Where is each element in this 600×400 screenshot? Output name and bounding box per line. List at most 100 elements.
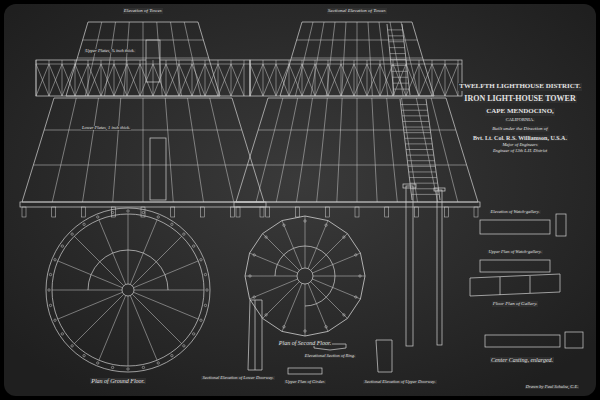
plate-seam: [402, 98, 418, 202]
foundation-bolt: [474, 207, 478, 217]
railing-brace: [62, 64, 75, 96]
stair-tread: [402, 115, 428, 116]
bolt-hole: [83, 354, 85, 356]
stair-tread: [407, 160, 434, 161]
direction-note: Built under the Direction of: [491, 126, 548, 132]
stair-tread: [404, 132, 431, 133]
plate-seam: [390, 22, 403, 96]
sheet-title: TWELFTH LIGHTHOUSE DISTRICT.: [458, 83, 581, 91]
floor-beam: [308, 221, 328, 269]
detail-caption: Sectional Elevation of Lower Doorway.: [201, 376, 274, 381]
railing-brace: [218, 64, 231, 96]
detail-caption: Upper Plan of Watch-gallery.: [487, 250, 542, 255]
floor-beam: [282, 283, 302, 331]
bolt-hole: [83, 223, 85, 225]
plate-seam: [401, 22, 419, 96]
floor-beam: [74, 236, 123, 285]
stair-tread: [411, 188, 439, 189]
column-cap: [403, 184, 416, 188]
site-name: CAPE MENDOCINO,: [485, 108, 555, 116]
floor-beam: [250, 253, 298, 273]
plate-seam: [379, 22, 388, 96]
floor-beam: [99, 220, 126, 285]
foundation-bolt: [385, 207, 389, 217]
draftsman-note: Drawn by Paul Schulze, C.E.: [525, 385, 580, 390]
floor-joint: [500, 277, 501, 295]
railing-brace: [153, 64, 166, 96]
plate-joint: [258, 130, 456, 131]
bolt-hole: [127, 368, 129, 370]
railing-brace: [302, 64, 315, 96]
plate-seam: [171, 22, 182, 96]
detail-caption: Floor Plan of Gallery.: [492, 301, 539, 307]
floor-beam: [130, 220, 157, 285]
bolt-hole: [192, 245, 194, 247]
bolt-hole: [49, 304, 51, 306]
railing-brace: [432, 64, 445, 96]
view-caption: Elevation of Tower.: [123, 8, 164, 14]
watch-gallery-plan: [480, 260, 550, 272]
bolt-hole: [111, 366, 113, 368]
bolt-hole: [343, 314, 345, 316]
plate-joint: [247, 165, 466, 166]
bolt-hole: [97, 216, 99, 218]
detail-caption: Elevational Section of Ring.: [304, 354, 357, 359]
detail-caption: Sectional Elevation of Upper Doorway.: [363, 380, 436, 385]
railing-brace: [419, 64, 432, 96]
stair-tread: [403, 127, 430, 128]
plate-joint: [291, 58, 422, 59]
railing-brace: [354, 64, 367, 96]
center-casting: [485, 335, 560, 347]
view-caption: Plan of Ground Floor.: [90, 378, 145, 385]
railing-brace: [328, 64, 341, 96]
floor-beam: [134, 292, 199, 319]
base-ring: [20, 202, 266, 207]
railing-brace: [445, 64, 458, 96]
railing-brace: [341, 64, 354, 96]
foundation-bolt: [355, 207, 359, 217]
bolt-hole: [265, 314, 267, 316]
gallery-railing-section: [250, 60, 462, 96]
bolt-hole: [283, 326, 285, 328]
plate-seam: [184, 22, 201, 96]
plate-seam: [124, 22, 130, 96]
lower-door: [150, 138, 166, 200]
plate-seam: [276, 98, 297, 202]
plate-seam: [357, 22, 358, 96]
plate-seam: [357, 98, 358, 202]
plate-joint: [33, 165, 252, 166]
bolt-hole: [183, 233, 185, 235]
girder-plan: [288, 368, 322, 374]
plate-seam: [210, 98, 234, 202]
plate-seam: [311, 22, 324, 96]
bolt-hole: [325, 326, 327, 328]
bolt-hole: [325, 224, 327, 226]
floor-beam: [263, 234, 300, 271]
bolt-hole: [355, 296, 357, 298]
floor-beam: [282, 221, 302, 269]
foundation-bolt: [325, 207, 329, 217]
bolt-hole: [183, 345, 185, 347]
stair-tread: [409, 171, 436, 172]
stair-tread: [401, 104, 427, 105]
foundation-bolt: [111, 207, 115, 217]
floor-beam: [132, 236, 181, 285]
stair-tread: [392, 77, 408, 78]
bolt-hole: [71, 233, 73, 235]
foundation-bolt: [82, 207, 86, 217]
ground-floor-inner: [52, 214, 204, 366]
bolt-hole: [355, 254, 357, 256]
foundation-bolt: [236, 207, 240, 217]
floor-beam: [128, 214, 129, 284]
sheet-ground: [4, 4, 596, 396]
bolt-hole: [200, 259, 202, 261]
engineer-office: Engineer of 12th L.H. District: [492, 149, 548, 154]
upper-shell: [66, 22, 220, 96]
plate-seam: [85, 22, 102, 96]
detail-caption: Elevation of Watch-gallery.: [489, 210, 540, 215]
center-column: [122, 284, 134, 296]
floor-beam: [313, 276, 365, 277]
foundation-bolt: [171, 207, 175, 217]
